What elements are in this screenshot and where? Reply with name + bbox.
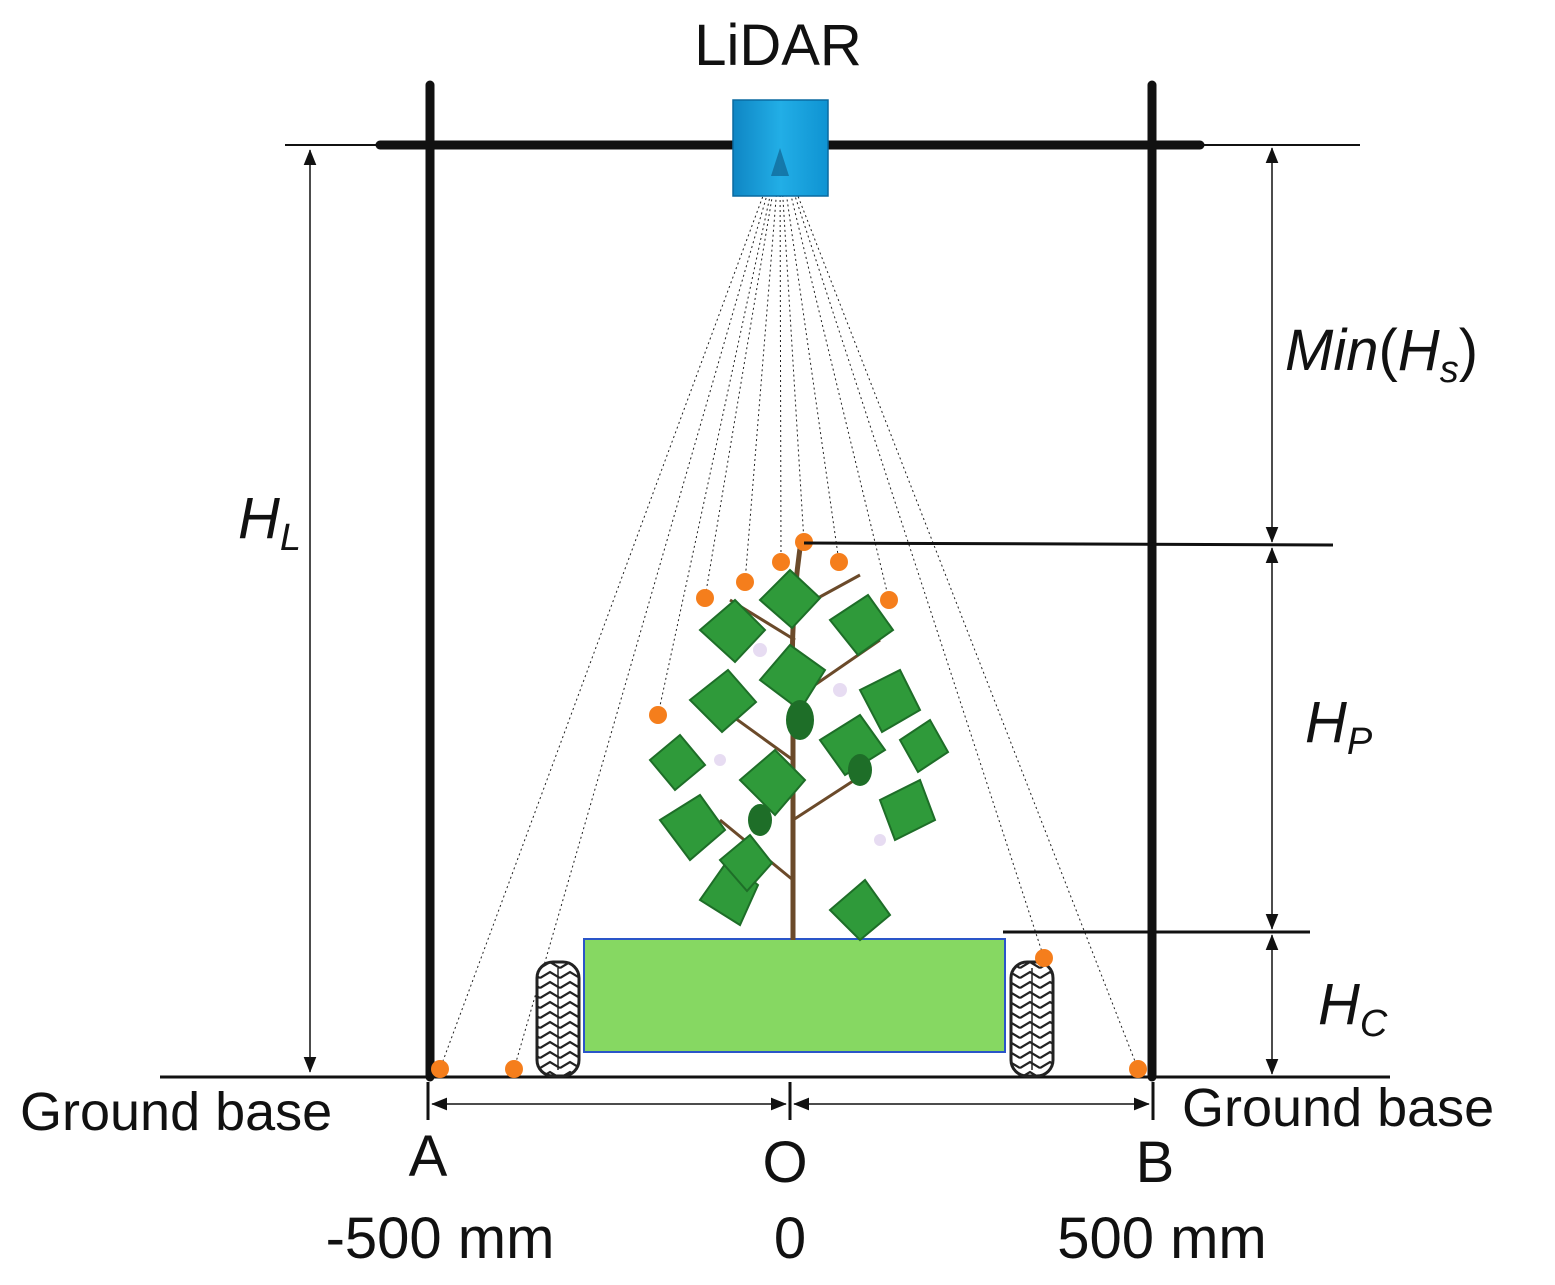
point-b-value: 500 mm [1057, 1206, 1267, 1271]
hl-label: HL [238, 486, 301, 559]
hc-label: HC [1318, 972, 1388, 1045]
min-hs-label: Min(Hs) [1285, 318, 1478, 391]
lidar-title: LiDAR [694, 13, 862, 78]
point-o-label: O [762, 1130, 807, 1195]
lidar-sensor-icon [732, 99, 829, 197]
point-a-label: A [409, 1124, 448, 1189]
right-tire-icon [1009, 960, 1055, 1078]
right-ground-base-label: Ground base [1182, 1078, 1494, 1138]
plant-top-reference-line [803, 541, 1334, 547]
left-ground-base-label: Ground base [20, 1082, 332, 1142]
point-b-label: B [1136, 1130, 1175, 1195]
cotton-plant-illustration [648, 547, 950, 942]
left-tire-icon [535, 960, 581, 1078]
lidar-beams [439, 149, 1139, 1070]
point-a-value: -500 mm [326, 1206, 555, 1271]
point-o-value: 0 [774, 1206, 806, 1271]
hp-label: HP [1305, 690, 1373, 763]
plant-container-platform [583, 938, 1006, 1053]
lidar-measured-points [431, 533, 1147, 1078]
